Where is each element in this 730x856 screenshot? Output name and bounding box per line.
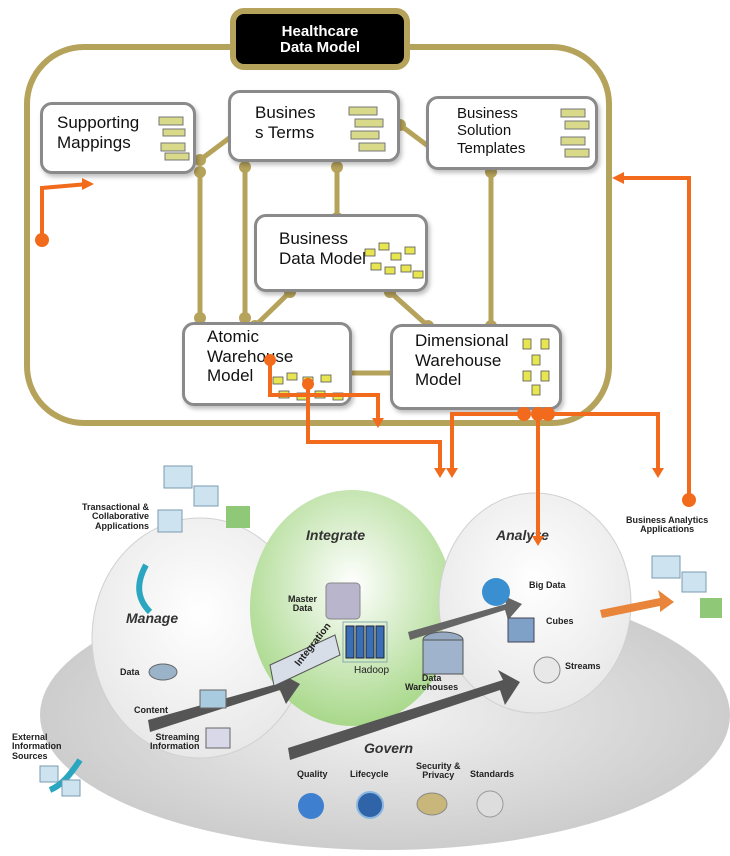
business-terms-box[interactable]: Busines s Terms bbox=[228, 90, 400, 162]
manage-label: Manage bbox=[126, 610, 179, 626]
quality-label: Quality bbox=[297, 769, 328, 779]
master-data-label: Master Data bbox=[288, 594, 318, 614]
model-icon bbox=[158, 116, 190, 161]
external-sources-label: External Information Sources bbox=[12, 732, 62, 761]
hadoop-label: Hadoop bbox=[354, 665, 390, 676]
govern-label: Govern bbox=[364, 740, 414, 756]
model-icon bbox=[364, 242, 424, 279]
streams-label: Streams bbox=[565, 661, 601, 671]
model-icon bbox=[348, 106, 386, 152]
cubes-label: Cubes bbox=[546, 616, 574, 626]
data-warehouses-label: Data Warehouses bbox=[405, 673, 459, 693]
transactional-apps-label: Transactional & Collaborative Applicatio… bbox=[82, 502, 150, 531]
standards-label: Standards bbox=[470, 769, 515, 779]
model-icon bbox=[522, 338, 550, 396]
business-analytics-apps-label: Business Analytics Applications bbox=[626, 515, 709, 535]
model-title: Healthcare Data Model bbox=[230, 8, 410, 70]
supporting-mappings-box[interactable]: Supporting Mappings bbox=[40, 102, 196, 174]
lifecycle-label: Lifecycle bbox=[350, 769, 389, 779]
integrate-label: Integrate bbox=[306, 527, 366, 543]
dimensional-warehouse-model-box[interactable]: Dimensional Warehouse Model bbox=[390, 324, 562, 410]
streaming-info-label: Streaming Information bbox=[150, 732, 200, 752]
security-privacy-label: Security & Privacy bbox=[416, 761, 461, 781]
business-solution-templates-box[interactable]: Business Solution Templates bbox=[426, 96, 598, 170]
business-data-model-box[interactable]: Business Data Model bbox=[254, 214, 428, 292]
content-label: Content bbox=[134, 705, 168, 715]
big-data-label: Big Data bbox=[529, 580, 566, 590]
model-icon bbox=[560, 108, 590, 158]
data-label: Data bbox=[120, 667, 140, 677]
